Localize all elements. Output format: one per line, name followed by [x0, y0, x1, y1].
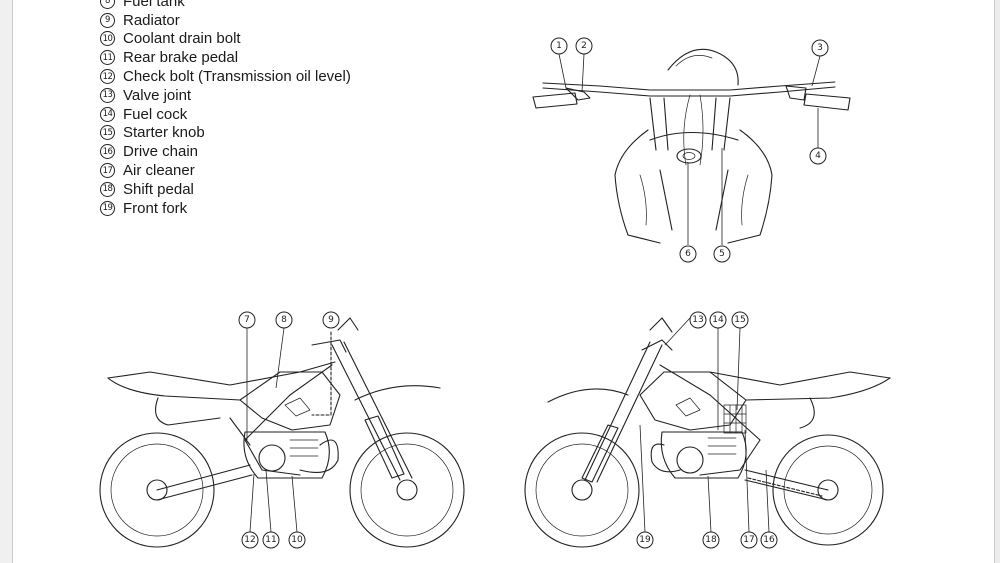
callout-number: 13 [692, 315, 703, 325]
legend-item: 15 Starter knob [100, 124, 351, 143]
legend-label: Fuel cock [123, 105, 188, 123]
legend-item: 18 Shift pedal [100, 180, 351, 199]
callout-9: 9 [322, 311, 340, 329]
viewer-right-edge [994, 0, 1000, 563]
legend-label: Drive chain [123, 143, 199, 161]
callout-1: 1 [550, 37, 568, 55]
callout-number: 14 [712, 315, 724, 325]
callout-10: 10 [288, 531, 306, 549]
legend-item: 9 Radiator [100, 11, 351, 30]
callout-13: 13 [689, 311, 707, 329]
callout-number: 16 [763, 535, 775, 545]
viewer-left-edge [0, 0, 13, 563]
callout-19: 19 [636, 531, 654, 549]
callout-number: 10 [291, 535, 303, 545]
legend-number: 19 [100, 200, 115, 216]
callout-number: 6 [685, 249, 691, 259]
callout-4: 4 [809, 147, 827, 165]
legend-number: 16 [100, 144, 115, 160]
legend-label: Valve joint [123, 86, 192, 104]
callout-number: 5 [719, 249, 725, 259]
legend-number: 13 [100, 87, 115, 103]
legend-label: Check bolt (Transmission oil level) [123, 68, 351, 86]
callout-number: 1 [556, 41, 562, 51]
legend-item: 19 Front fork [100, 199, 351, 218]
callout-number: 17 [743, 535, 754, 545]
callout-2: 2 [575, 37, 593, 55]
legend-number: 17 [100, 163, 115, 179]
callout-7: 7 [238, 311, 256, 329]
right-side-view-drawing [524, 317, 891, 548]
callout-number: 3 [817, 43, 823, 53]
callout-number: 9 [328, 315, 334, 325]
legend-item: 17 Air cleaner [100, 161, 351, 180]
callout-number: 12 [244, 535, 255, 545]
legend-label: Radiator [123, 11, 180, 29]
legend-item: 16 Drive chain [100, 142, 351, 161]
callout-12: 12 [241, 531, 259, 549]
legend-item: 12 Check bolt (Transmission oil level) [100, 67, 351, 86]
legend-number: 12 [100, 69, 115, 85]
legend-number: 10 [100, 31, 115, 47]
legend-item: 10 Coolant drain bolt [100, 30, 351, 49]
legend-label: Air cleaner [123, 162, 195, 180]
legend-label: Coolant drain bolt [123, 30, 241, 48]
legend-number: 9 [100, 12, 115, 28]
legend-item: 13 Valve joint [100, 86, 351, 105]
legend-label: Shift pedal [123, 180, 194, 198]
legend-label: Rear brake pedal [123, 49, 239, 67]
callout-number: 19 [639, 535, 651, 545]
legend-number: 11 [100, 50, 115, 66]
callout-3: 3 [811, 39, 829, 57]
callout-14: 14 [709, 311, 727, 329]
callout-number: 4 [815, 151, 821, 161]
legend-label: Starter knob [123, 124, 205, 142]
callout-number: 18 [705, 535, 717, 545]
left-side-view-drawing [99, 317, 465, 548]
legend-label: Front fork [123, 199, 188, 217]
callout-8: 8 [275, 311, 293, 329]
legend-number: 14 [100, 106, 115, 122]
callout-18: 18 [702, 531, 720, 549]
callout-16: 16 [760, 531, 778, 549]
legend-label: Fuel tank [123, 0, 185, 10]
legend-number: 15 [100, 125, 115, 141]
manual-page [13, 0, 994, 563]
callout-number: 2 [581, 41, 587, 51]
callout-17: 17 [740, 531, 758, 549]
front-view-drawing [532, 48, 851, 245]
callout-number: 8 [281, 315, 287, 325]
callout-6: 6 [679, 245, 697, 263]
callout-number: 15 [734, 315, 745, 325]
legend-number: 18 [100, 181, 115, 197]
legend-item: 14 Fuel cock [100, 105, 351, 124]
callout-5: 5 [713, 245, 731, 263]
legend-item: 11 Rear brake pedal [100, 48, 351, 67]
callout-15: 15 [731, 311, 749, 329]
callout-11: 11 [262, 531, 280, 549]
callout-number: 7 [244, 315, 250, 325]
callout-number: 11 [265, 535, 276, 545]
